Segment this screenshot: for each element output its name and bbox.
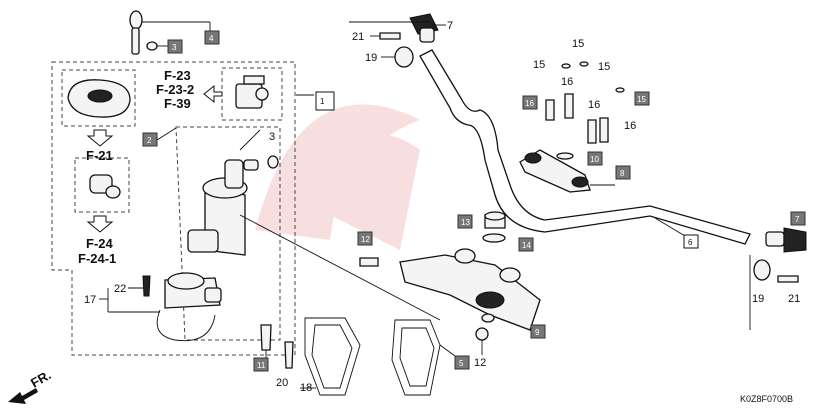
handle-lock xyxy=(156,272,222,342)
arrow-left xyxy=(203,84,223,104)
ref-f39: F-39 xyxy=(164,96,191,111)
callout-16-d: 16 xyxy=(624,120,636,132)
ignition-switch xyxy=(187,129,261,256)
handlebar xyxy=(419,49,751,245)
callout-16-b: 16 xyxy=(561,76,573,88)
callout-15-d: 15 xyxy=(637,95,646,104)
callout-16-c: 16 xyxy=(588,99,600,111)
bar-end-left xyxy=(409,13,439,43)
callout-1: 1 xyxy=(320,97,325,106)
direction-label: FR. xyxy=(28,367,54,390)
callout-19-left: 19 xyxy=(365,52,377,64)
front-direction-arrow xyxy=(8,388,38,404)
callout-18: 18 xyxy=(300,382,312,394)
grip-weight-right xyxy=(753,259,771,281)
ref-f23: F-23 xyxy=(164,68,191,83)
callout-12: 12 xyxy=(361,235,370,244)
callout-3-key: 3 xyxy=(172,43,177,52)
callout-9: 9 xyxy=(535,328,540,337)
screw-21-left xyxy=(379,32,401,40)
key xyxy=(129,10,211,55)
callout-13: 13 xyxy=(461,218,470,227)
arrow-down-2 xyxy=(86,215,114,233)
ref-f21: F-21 xyxy=(86,148,113,163)
callout-8: 8 xyxy=(620,169,625,178)
callout-15-c: 15 xyxy=(598,61,610,73)
callout-4: 4 xyxy=(209,34,214,43)
bolt-16-c xyxy=(587,119,597,144)
callout-22: 22 xyxy=(114,283,126,295)
screw-21-right xyxy=(777,275,799,283)
screw-22 xyxy=(142,275,151,297)
top-bridge xyxy=(399,248,541,331)
seat-lock xyxy=(235,75,269,109)
switch-outline xyxy=(175,126,281,341)
callout-14: 14 xyxy=(522,241,531,250)
callout-19-right: 19 xyxy=(752,293,764,305)
clip-10 xyxy=(556,152,574,160)
callout-15-b: 15 xyxy=(572,38,584,50)
bar-end-right xyxy=(765,227,807,253)
cap-outline xyxy=(61,69,136,127)
lock-cylinder xyxy=(89,174,121,199)
bolt-12-left xyxy=(359,257,379,267)
callout-17: 17 xyxy=(84,294,96,306)
key-washer xyxy=(146,41,158,51)
callout-box-6 xyxy=(683,234,699,249)
ignition-set-outline xyxy=(51,61,296,356)
callout-7-left: 7 xyxy=(447,20,453,32)
callout-11: 11 xyxy=(257,361,266,370)
bolt-16-a xyxy=(545,99,555,121)
callout-5: 5 xyxy=(459,359,464,368)
ignition-cap xyxy=(67,79,131,118)
cylinder-outline xyxy=(74,157,130,213)
washer-14 xyxy=(482,233,506,243)
callout-2: 2 xyxy=(147,136,152,145)
callout-3: 3 xyxy=(269,131,275,143)
diagram-code: K0Z8F0700B xyxy=(740,394,793,404)
callout-6: 6 xyxy=(688,238,693,247)
clip-15-b xyxy=(579,61,589,67)
callout-21-left: 21 xyxy=(352,31,364,43)
callout-21-right: 21 xyxy=(788,293,800,305)
clip-15-a xyxy=(561,63,571,69)
clip-15-c xyxy=(615,87,625,93)
callout-7-right: 7 xyxy=(795,215,800,224)
ref-f23-2: F-23-2 xyxy=(156,82,194,97)
callout-12-lower: 12 xyxy=(474,357,486,369)
ref-f24: F-24 xyxy=(86,236,114,251)
shear-bolt xyxy=(260,324,272,351)
arrow-down-1 xyxy=(86,129,114,147)
callout-10: 10 xyxy=(590,155,599,164)
bolt-16-d xyxy=(599,117,609,143)
washer xyxy=(267,155,279,169)
bolt-20 xyxy=(284,341,294,369)
bracket-5 xyxy=(391,319,441,396)
set-callout-box xyxy=(315,91,335,111)
brand-watermark xyxy=(255,104,420,250)
grip-weight-left xyxy=(394,46,414,68)
ref-f24-1: F-24-1 xyxy=(78,251,116,266)
nut-12 xyxy=(475,327,489,341)
bolt-16-b xyxy=(564,93,574,119)
callout-16-a: 16 xyxy=(525,99,534,108)
bracket-18 xyxy=(304,317,361,396)
callout-20: 20 xyxy=(276,377,288,389)
callout-15-a: 15 xyxy=(533,59,545,71)
upper-holder xyxy=(519,149,591,193)
